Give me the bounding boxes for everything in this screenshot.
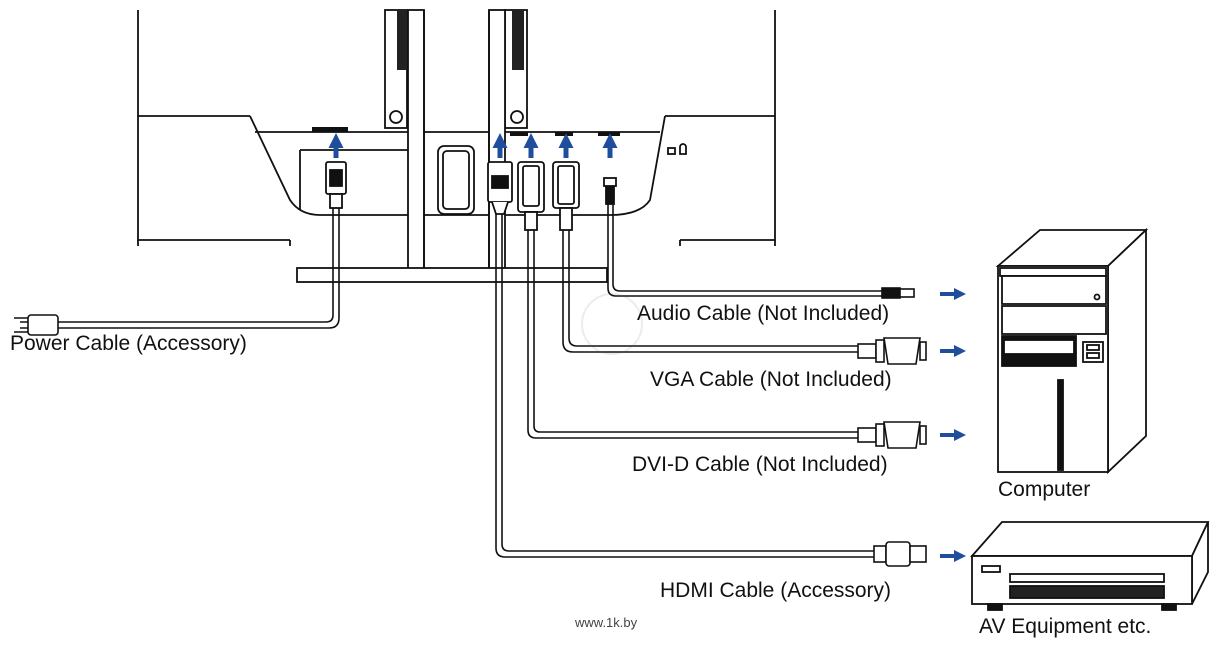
audio-connector — [603, 177, 617, 205]
hdmi-connector — [487, 161, 513, 215]
power-plug-icon — [14, 314, 59, 336]
power-cable-label: Power Cable (Accessory) — [10, 332, 247, 355]
hdmi-plug — [873, 541, 927, 567]
audio-plug — [881, 287, 915, 299]
insert-arrows — [328, 133, 618, 158]
tower-pc-icon — [995, 227, 1149, 475]
vga-connector — [552, 161, 580, 231]
direction-arrows — [940, 288, 966, 562]
watermark-text: www.1k.by — [575, 615, 638, 630]
monitor — [137, 9, 776, 283]
cable-ends — [14, 287, 927, 567]
cables — [58, 204, 882, 558]
computer-label: Computer — [998, 478, 1091, 501]
watermark-logo — [581, 293, 643, 355]
vga-plug — [857, 337, 927, 365]
connectors — [325, 161, 617, 231]
power-connector — [325, 161, 347, 209]
audio-cable-label: Audio Cable (Not Included) — [637, 302, 890, 325]
av-equipment-label: AV Equipment etc. — [979, 615, 1152, 638]
vga-cable-label: VGA Cable (Not Included) — [650, 368, 892, 391]
dvi-plug — [857, 421, 927, 449]
dvi-connector — [517, 161, 545, 231]
dvd-player-icon — [970, 521, 1210, 611]
hdmi-cable-label: HDMI Cable (Accessory) — [660, 579, 892, 602]
dvi-cable-label: DVI-D Cable (Not Included) — [632, 453, 888, 476]
